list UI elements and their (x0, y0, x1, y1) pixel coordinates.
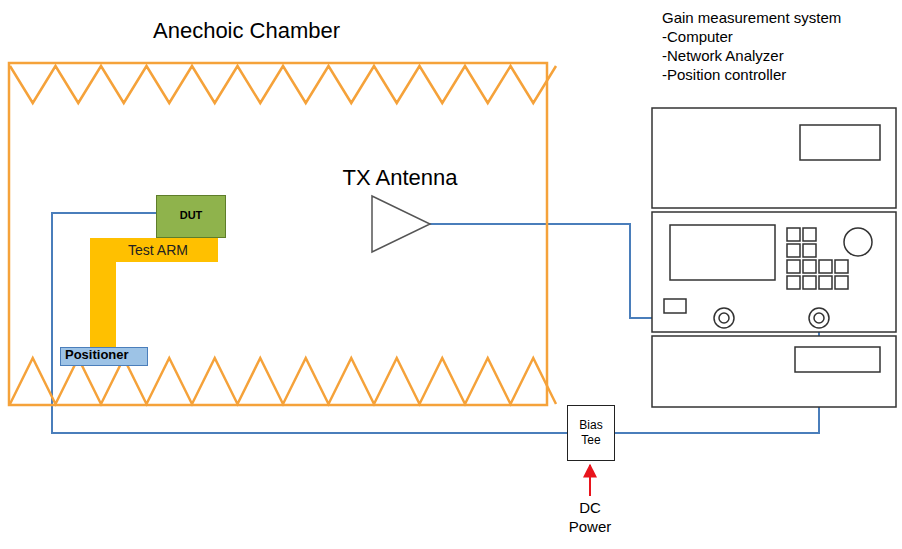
analyzer-button (819, 276, 832, 289)
analyzer-port (809, 308, 829, 328)
system-item: -Computer (662, 27, 733, 46)
test-arm-body (90, 238, 218, 350)
analyzer-switch (664, 299, 686, 313)
analyzer-button (803, 244, 816, 257)
dc-power-label: DC Power (560, 498, 620, 536)
antenna-triangle (372, 196, 430, 252)
test-arm: Test ARM (90, 238, 218, 350)
system-item: -Network Analyzer (662, 46, 784, 65)
gain-measurement-rack: Gain measurement system-Computer-Network… (650, 6, 902, 410)
analyzer-button (803, 228, 816, 241)
controller-panel (795, 347, 880, 372)
chamber-title: Anechoic Chamber (153, 18, 340, 44)
analyzer-button (819, 260, 832, 273)
dc-power-arrow (589, 465, 591, 496)
computer-unit (652, 108, 896, 208)
bias-tee-label: Bias Tee (571, 418, 611, 448)
analyzer-screen (670, 225, 775, 280)
analyzer-button (787, 228, 800, 241)
test-arm-label: Test ARM (128, 242, 188, 259)
tx-antenna-label: TX Antenna (330, 165, 470, 191)
positioner-bar: Positioner (60, 347, 148, 366)
position-controller-unit (652, 336, 896, 407)
analyzer-port-inner (719, 313, 729, 323)
bias-tee-box: Bias Tee (567, 405, 615, 461)
tx-antenna: TX Antenna (330, 165, 470, 255)
system-heading: Gain measurement system (662, 8, 841, 27)
computer-panel (800, 125, 880, 160)
analyzer-button (787, 260, 800, 273)
analyzer-button (803, 276, 816, 289)
system-item: -Position controller (662, 65, 786, 84)
analyzer-port-inner (814, 313, 824, 323)
absorber-top (10, 66, 556, 103)
anechoic-chamber: Anechoic ChamberDUTTest ARMPositionerTX … (8, 62, 548, 406)
network-analyzer-unit (652, 212, 896, 332)
analyzer-button (835, 260, 848, 273)
analyzer-button (835, 276, 848, 289)
chamber-wall (9, 63, 547, 405)
dut-box: DUT (156, 195, 226, 238)
analyzer-button (803, 260, 816, 273)
analyzer-port (714, 308, 734, 328)
analyzer-knob (844, 228, 872, 256)
cable-connector (52, 213, 567, 433)
analyzer-button (787, 244, 800, 257)
positioner-label: Positioner (65, 347, 129, 362)
dut-label: DUT (157, 196, 225, 235)
analyzer-button (787, 276, 800, 289)
